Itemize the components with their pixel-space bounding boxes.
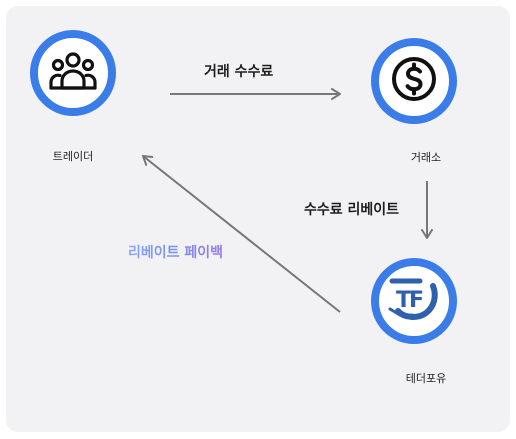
- trader-node: [30, 30, 116, 116]
- exchange-node: [371, 38, 457, 124]
- fee-edge-label: 거래 수수료: [204, 64, 274, 80]
- dollar-coin-icon: [390, 55, 438, 107]
- exchange-label: 거래소: [410, 151, 442, 164]
- trader-label: 트레이더: [52, 150, 94, 163]
- people-group-icon: [49, 51, 97, 95]
- arrow-tetherfoyu-to-trader: [142, 155, 341, 313]
- tf-logo-text: TF: [396, 288, 423, 313]
- tetherfoyu-label: 테더포유: [405, 372, 447, 385]
- payback-edge-label: 리베이트 페이백: [128, 245, 224, 261]
- tetherfoyu-node: TF: [371, 258, 457, 344]
- rebate-edge-label: 수수료 리베이트: [304, 202, 400, 218]
- tf-logo: TF: [384, 271, 444, 331]
